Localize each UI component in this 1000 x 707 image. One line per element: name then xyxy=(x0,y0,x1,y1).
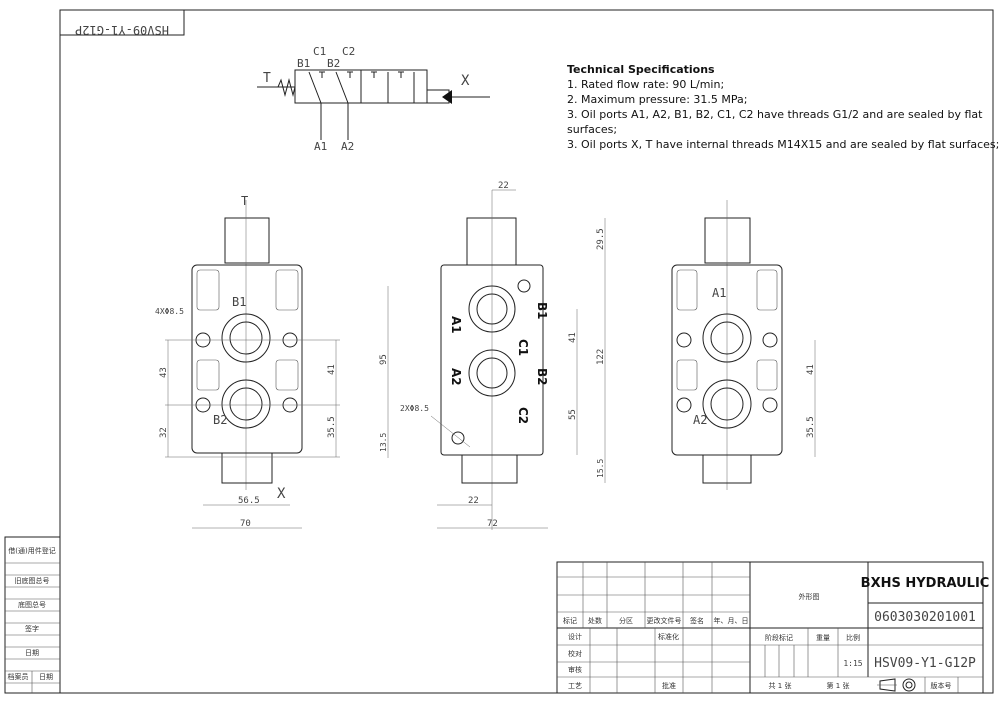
svg-text:BXHS HYDRAULIC: BXHS HYDRAULIC xyxy=(861,576,990,591)
svg-text:70: 70 xyxy=(240,519,251,529)
svg-text:处数: 处数 xyxy=(588,616,602,625)
svg-text:B2: B2 xyxy=(213,413,227,427)
svg-text:A1: A1 xyxy=(712,286,726,300)
svg-text:阶段标记: 阶段标记 xyxy=(765,633,793,642)
svg-text:A2: A2 xyxy=(449,368,463,386)
svg-text:122: 122 xyxy=(596,349,606,365)
svg-text:B1: B1 xyxy=(232,295,246,309)
svg-text:B1: B1 xyxy=(297,57,310,70)
svg-text:29.5: 29.5 xyxy=(596,228,606,250)
svg-text:日期: 日期 xyxy=(39,673,53,681)
svg-text:C2: C2 xyxy=(516,407,530,424)
svg-text:32: 32 xyxy=(159,427,169,438)
svg-text:底图总号: 底图总号 xyxy=(18,600,46,609)
svg-text:1. Rated flow rate: 90 L/min;: 1. Rated flow rate: 90 L/min; xyxy=(567,78,724,91)
svg-text:22: 22 xyxy=(498,181,509,191)
svg-text:0603030201001: 0603030201001 xyxy=(874,610,976,625)
svg-text:X: X xyxy=(277,486,286,502)
svg-text:A1: A1 xyxy=(314,140,327,153)
svg-text:A2: A2 xyxy=(693,413,707,427)
left-view: B1 B2 T X 4XΦ8.5 43 32 41 35.5 56.5 70 xyxy=(155,194,340,529)
svg-text:C1: C1 xyxy=(313,45,326,58)
svg-text:HSV09-Y1-G12P: HSV09-Y1-G12P xyxy=(874,656,976,671)
svg-text:41: 41 xyxy=(327,364,337,375)
svg-text:B1: B1 xyxy=(535,302,549,320)
svg-text:2XΦ8.5: 2XΦ8.5 xyxy=(400,404,429,413)
svg-text:版本号: 版本号 xyxy=(931,681,952,690)
side-table: 借(通)用件登记 旧底图总号 底图总号 签字 日期 档案员 日期 xyxy=(4,536,61,694)
svg-text:A2: A2 xyxy=(341,140,354,153)
svg-text:55: 55 xyxy=(568,409,578,420)
svg-text:审核: 审核 xyxy=(568,665,582,674)
center-view: A1 B1 C1 A2 B2 C2 2XΦ8.5 22 29.5 95 41 1… xyxy=(379,181,606,530)
mirror-title: HSV09-Y1-G12P xyxy=(75,23,169,37)
svg-text:共 1 张: 共 1 张 xyxy=(769,681,792,690)
svg-text:Technical Specifications: Technical Specifications xyxy=(567,63,715,76)
svg-text:4XΦ8.5: 4XΦ8.5 xyxy=(155,307,184,316)
svg-text:标准化: 标准化 xyxy=(658,632,679,641)
svg-text:工艺: 工艺 xyxy=(568,682,582,690)
svg-text:签字: 签字 xyxy=(25,624,39,633)
svg-text:校对: 校对 xyxy=(568,649,582,658)
svg-text:41: 41 xyxy=(568,332,578,343)
svg-text:T: T xyxy=(241,194,248,208)
svg-text:22: 22 xyxy=(468,496,479,506)
svg-text:3. Oil ports A1, A2, B1, B2, C: 3. Oil ports A1, A2, B1, B2, C1, C2 have… xyxy=(567,108,983,121)
svg-text:签名: 签名 xyxy=(690,616,704,625)
svg-text:B2: B2 xyxy=(327,57,340,70)
right-view: A1 A2 41 35.5 xyxy=(671,200,816,490)
svg-text:B2: B2 xyxy=(535,368,549,386)
svg-text:档案员: 档案员 xyxy=(8,672,29,681)
mirror-title-box xyxy=(59,9,185,36)
svg-text:3. Oil ports X, T have interna: 3. Oil ports X, T have internal threads … xyxy=(567,138,999,151)
svg-text:比例: 比例 xyxy=(846,633,860,642)
svg-text:旧底图总号: 旧底图总号 xyxy=(15,576,50,585)
svg-text:批准: 批准 xyxy=(662,681,676,690)
svg-text:标记: 标记 xyxy=(563,616,577,625)
svg-text:T: T xyxy=(263,71,271,86)
svg-text:C2: C2 xyxy=(342,45,355,58)
svg-text:A1: A1 xyxy=(449,316,463,334)
svg-text:X: X xyxy=(461,73,470,89)
svg-text:56.5: 56.5 xyxy=(238,496,260,506)
technical-specifications: Technical Specifications 1. Rated flow r… xyxy=(567,63,999,151)
svg-text:借(通)用件登记: 借(通)用件登记 xyxy=(8,546,55,555)
drawing-frame xyxy=(59,9,994,694)
svg-text:surfaces;: surfaces; xyxy=(567,123,617,136)
svg-text:2. Maximum pressure: 31.5 MPa;: 2. Maximum pressure: 31.5 MPa; xyxy=(567,93,747,106)
svg-text:72: 72 xyxy=(487,519,498,529)
svg-text:C1: C1 xyxy=(516,339,530,356)
svg-text:年、月、日: 年、月、日 xyxy=(714,616,749,625)
svg-text:35.5: 35.5 xyxy=(327,416,337,438)
projection-symbol-icon xyxy=(877,678,916,692)
svg-text:分区: 分区 xyxy=(619,616,633,625)
svg-text:35.5: 35.5 xyxy=(806,416,816,438)
svg-text:重量: 重量 xyxy=(816,634,830,642)
svg-text:15.5: 15.5 xyxy=(596,459,605,478)
svg-text:外形图: 外形图 xyxy=(799,592,820,601)
svg-text:95: 95 xyxy=(379,354,389,365)
svg-text:日期: 日期 xyxy=(25,649,39,657)
svg-text:1:15: 1:15 xyxy=(843,659,862,668)
svg-text:41: 41 xyxy=(806,364,816,375)
svg-text:更改文件号: 更改文件号 xyxy=(647,616,682,625)
svg-text:设计: 设计 xyxy=(568,632,582,641)
title-block: 标记 处数 分区 更改文件号 签名 年、月、日 设计 校对 审核 工艺 标准化 … xyxy=(556,561,990,694)
svg-text:13.5: 13.5 xyxy=(379,433,388,452)
svg-text:43: 43 xyxy=(159,367,169,378)
hydraulic-schematic: T B1 C1 B2 C2 A1 A2 X xyxy=(257,45,490,153)
svg-text:第 1 张: 第 1 张 xyxy=(827,681,850,690)
